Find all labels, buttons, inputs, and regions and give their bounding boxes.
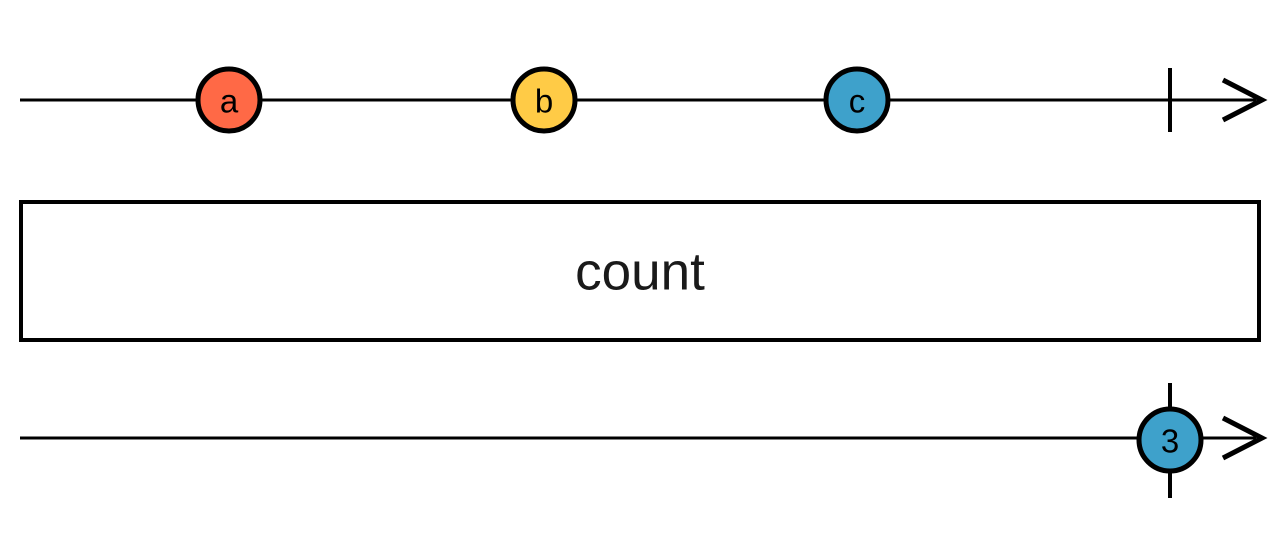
input-marble-c-circle[interactable] (823, 66, 891, 134)
input-stream: a b c (20, 66, 1268, 134)
input-marble-b[interactable]: b (510, 66, 578, 134)
input-timeline-arrow-icon (1221, 77, 1268, 123)
output-stream: 3 (20, 383, 1268, 498)
operator-box-group: count (19, 200, 1261, 342)
operator-box (19, 200, 1261, 342)
input-marble-c[interactable]: c (823, 66, 891, 134)
output-marble-3-circle (1136, 406, 1204, 474)
input-marble-a-circle[interactable] (195, 66, 263, 134)
input-marble-b-label: b (535, 83, 553, 120)
output-timeline-arrow-icon (1221, 415, 1268, 461)
input-marble-a[interactable]: a (195, 66, 263, 134)
input-marble-a-label: a (220, 83, 239, 120)
input-marble-b-circle[interactable] (510, 66, 578, 134)
operator-label: count (575, 243, 705, 302)
output-marble-3-label: 3 (1161, 423, 1179, 460)
output-marble-3: 3 (1136, 406, 1204, 474)
input-marble-c-label: c (849, 83, 866, 120)
